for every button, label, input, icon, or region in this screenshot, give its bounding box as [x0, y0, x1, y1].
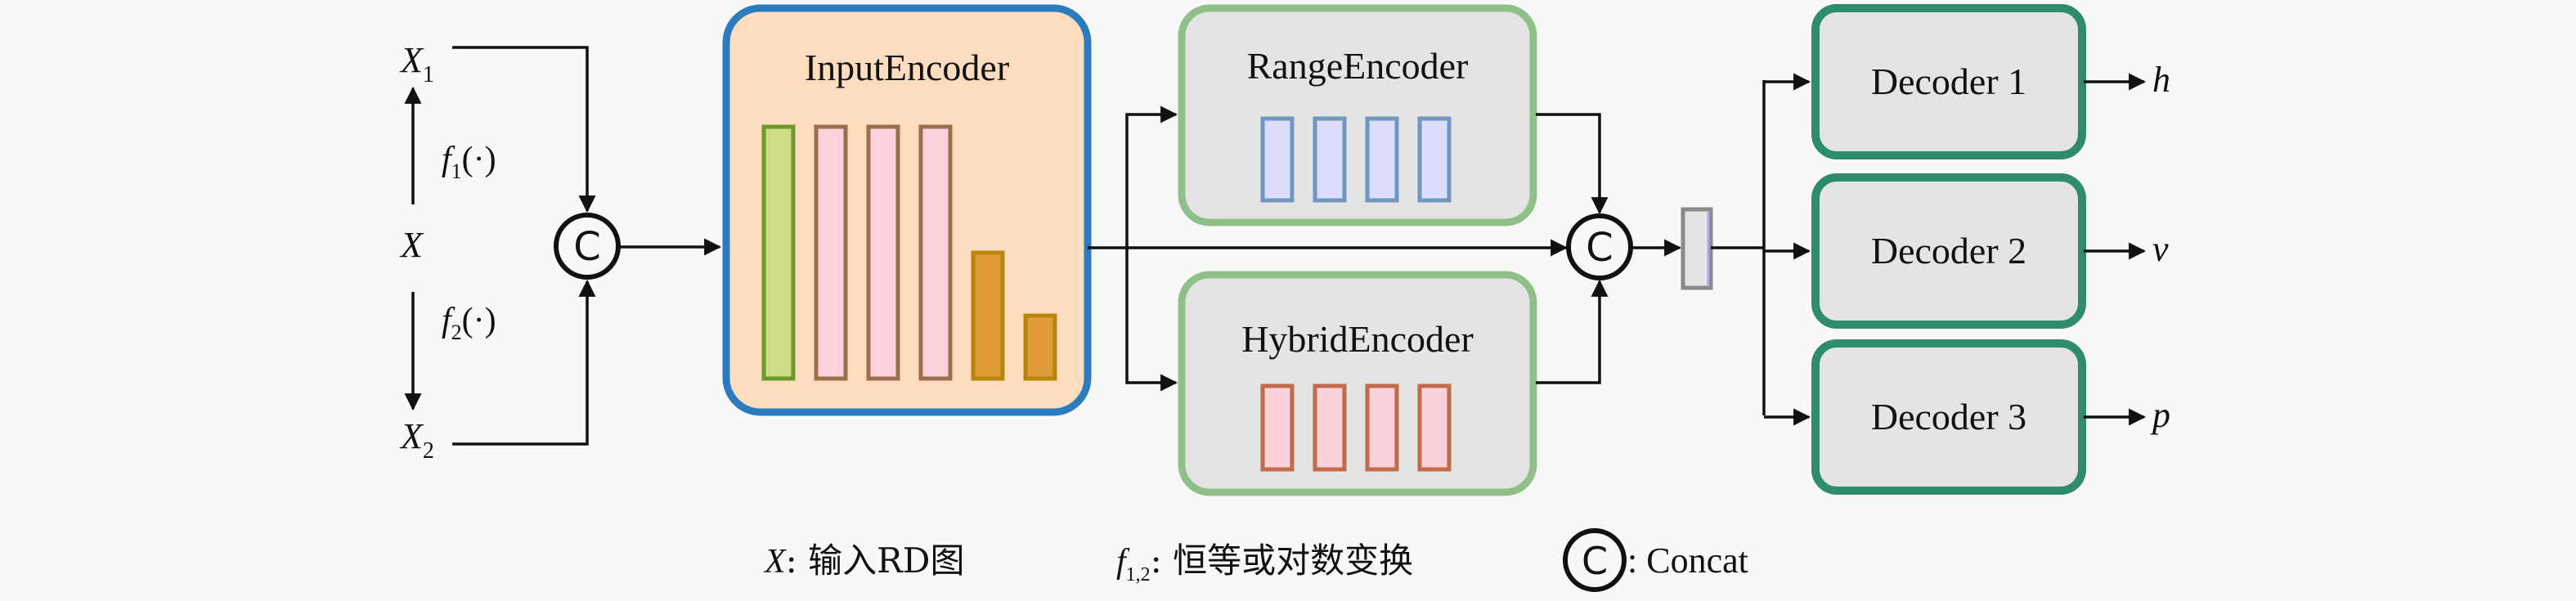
legend-x: X: 输入RD图: [763, 540, 964, 581]
legend: X: 输入RD图 f1,2: 恒等或对数变换 C : Concat: [763, 528, 1748, 592]
x1-label: X1: [399, 40, 434, 87]
hybrid-encoder-box: [1178, 271, 1537, 496]
green-layer: [761, 124, 796, 381]
blue-layer: [1313, 116, 1347, 203]
f2-label: f2(·): [442, 302, 496, 344]
concat-letter: C: [1582, 539, 1608, 583]
concat-node-1: C: [554, 213, 621, 280]
output-label: v: [2152, 229, 2169, 269]
output-label: p: [2150, 395, 2170, 435]
concat-icon: [1563, 528, 1627, 592]
red-layer: [1365, 383, 1399, 472]
x1-connector: [452, 46, 596, 213]
input-encoder-title: InputEncoder: [805, 47, 1009, 88]
blue-layer: [1260, 116, 1295, 203]
decoder-2: Decoder 2 v: [1764, 173, 2169, 329]
range-encoder: RangeEncoder: [1178, 4, 1537, 226]
output-label: h: [2152, 60, 2170, 100]
hybrid-encoder-title: HybridEncoder: [1241, 318, 1474, 360]
decoder-box: [1811, 173, 2086, 329]
x-label: X: [399, 225, 424, 265]
decoder-label: Decoder 3: [1871, 396, 2026, 437]
f1-label: f1(·): [442, 141, 496, 183]
concat-node-2: C: [1566, 213, 1633, 280]
legend-concat-desc: : Concat: [1627, 540, 1748, 581]
blue-layer: [1417, 116, 1452, 203]
decoder-3: Decoder 3 p: [1764, 339, 2170, 495]
hybrid-to-concat: [1536, 279, 1609, 384]
input-encoder-layers: [761, 124, 1057, 381]
pink-layer: [814, 124, 848, 381]
blue-layer: [1365, 116, 1399, 203]
decoder-box: [1811, 339, 2086, 495]
decoder-box: [1811, 4, 2086, 159]
to-range-encoder: [1125, 105, 1178, 248]
concat-letter: C: [1586, 225, 1613, 271]
red-layer: [1260, 383, 1295, 472]
legend-f: f1,2: 恒等或对数变换: [1116, 540, 1413, 585]
range-encoder-box: [1178, 4, 1537, 226]
red-layer: [1313, 383, 1347, 472]
orange-layer: [1023, 313, 1057, 381]
decoder-1: Decoder 1 h: [1764, 4, 2170, 159]
input-transforms: X1 X X2 f1(·) f2(·): [399, 40, 596, 464]
range-to-concat: [1536, 113, 1609, 215]
x2-connector: [452, 279, 596, 446]
legend-concat: C : Concat: [1563, 528, 1748, 592]
x2-label: X2: [399, 416, 434, 464]
fused-feature-block: [1681, 207, 1713, 290]
input-encoder: InputEncoder: [722, 4, 1092, 416]
to-hybrid-encoder: [1125, 248, 1178, 392]
decoder-label: Decoder 2: [1871, 230, 2026, 271]
orange-layer: [971, 250, 1005, 381]
pink-layer: [918, 124, 953, 381]
red-layer: [1417, 383, 1452, 472]
hybrid-encoder-layers: [1260, 383, 1452, 472]
range-encoder-layers: [1260, 116, 1452, 203]
decoder-label: Decoder 1: [1871, 61, 2026, 102]
range-encoder-title: RangeEncoder: [1247, 45, 1469, 87]
hybrid-encoder: HybridEncoder: [1178, 271, 1537, 496]
concat-letter: C: [573, 224, 601, 270]
pink-layer: [866, 124, 900, 381]
